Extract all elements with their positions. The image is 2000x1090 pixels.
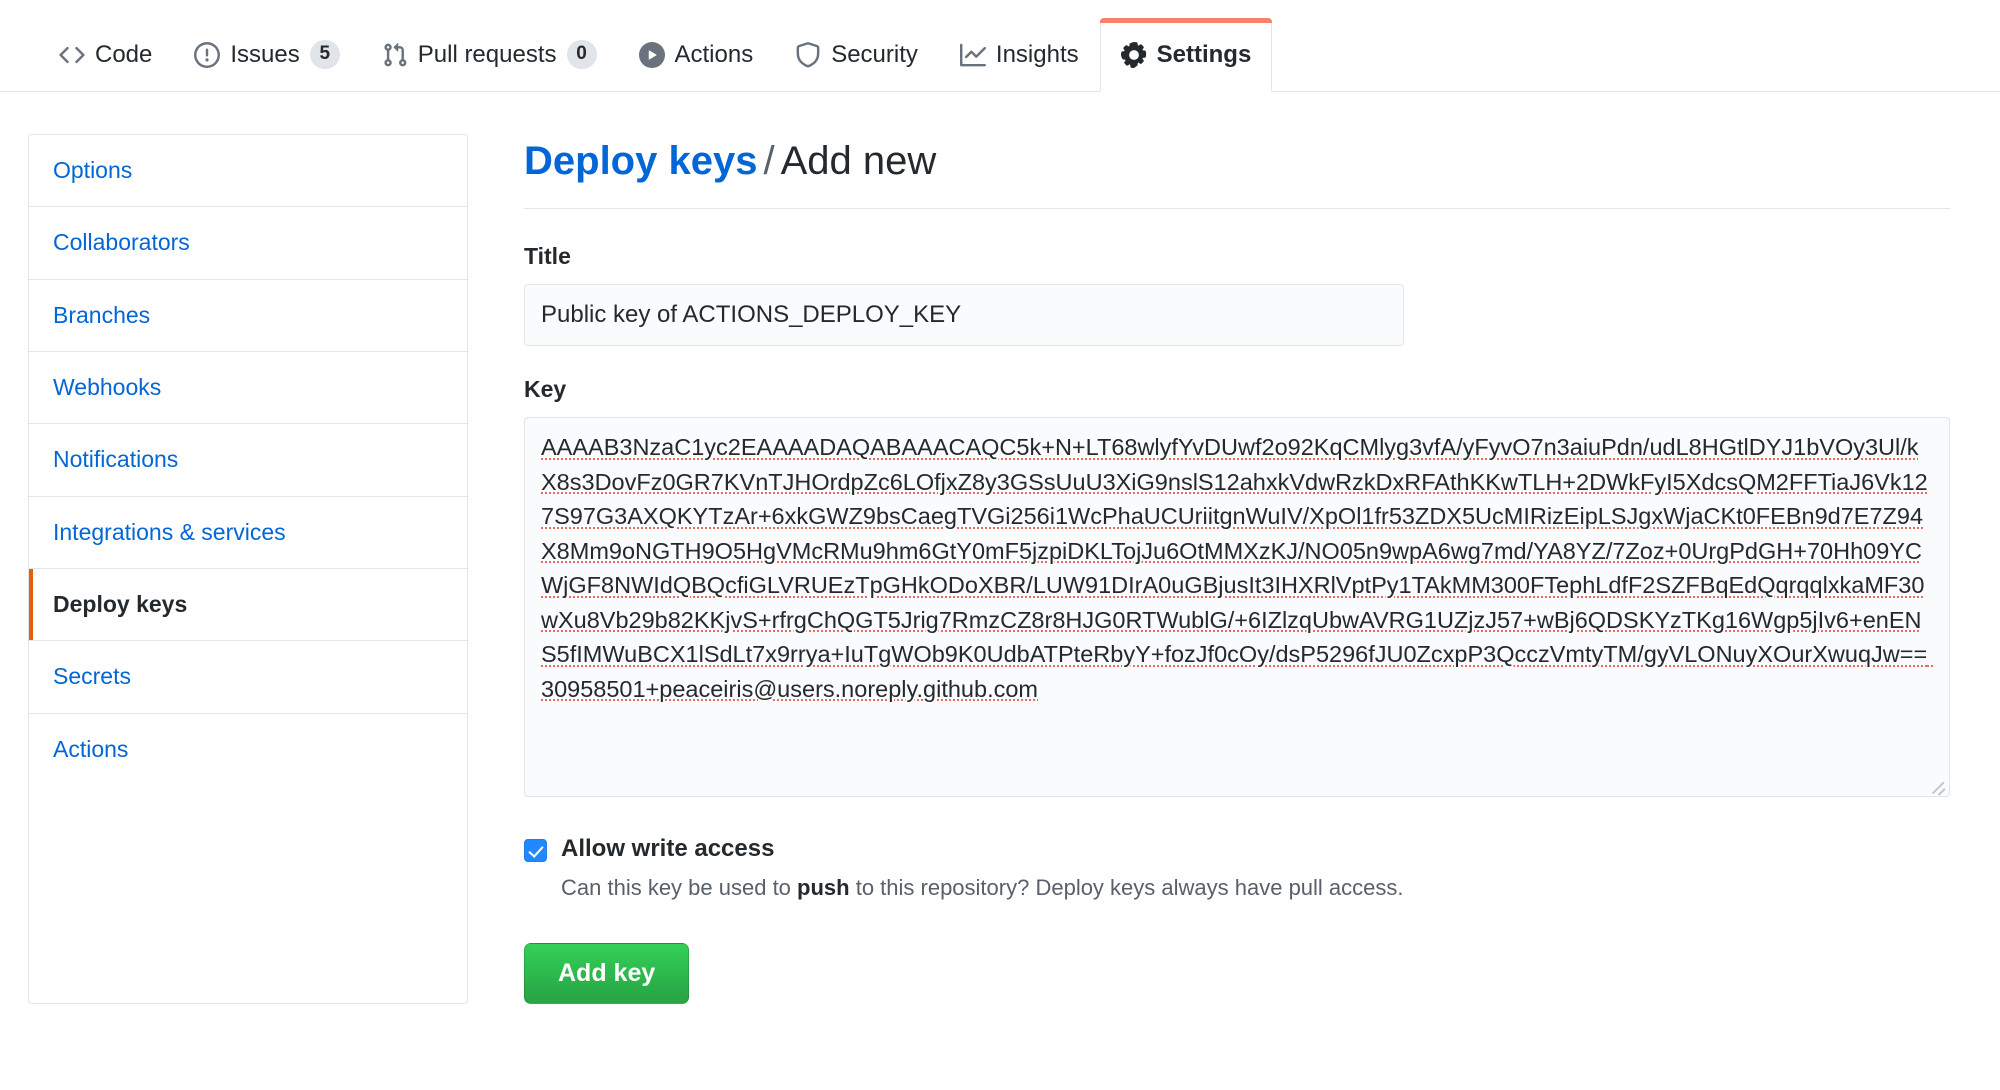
key-textarea[interactable] xyxy=(524,417,1950,797)
note-bold-push: push xyxy=(797,875,850,901)
allow-write-access-texts: Allow write access Can this key be used … xyxy=(561,833,1404,903)
play-icon xyxy=(638,41,665,68)
sidebar-item-deploy-keys[interactable]: Deploy keys xyxy=(29,569,467,642)
repo-nav: Code Issues 5 Pull requests 0 Actions Se… xyxy=(0,0,2000,92)
sidebar-item-secrets[interactable]: Secrets xyxy=(29,641,467,714)
add-key-button[interactable]: Add key xyxy=(524,942,690,1005)
tab-insights[interactable]: Insights xyxy=(939,17,1100,91)
git-pull-request-icon xyxy=(382,42,408,68)
sidebar-item-notifications[interactable]: Notifications xyxy=(29,424,467,497)
allow-write-access-label[interactable]: Allow write access xyxy=(561,835,775,862)
sidebar-item-actions[interactable]: Actions xyxy=(29,713,467,786)
tab-label: Security xyxy=(831,40,918,68)
tab-label: Code xyxy=(95,40,153,68)
allow-write-access-checkbox[interactable] xyxy=(524,839,547,862)
tab-label: Actions xyxy=(674,40,754,68)
key-label: Key xyxy=(524,376,567,402)
page-title: Deploy keys/Add new xyxy=(524,136,1950,209)
allow-write-access-description: Can this key be used to push to this rep… xyxy=(561,873,1404,903)
tab-pull-requests[interactable]: Pull requests 0 xyxy=(361,17,618,91)
issues-counter: 5 xyxy=(309,40,340,69)
tab-settings[interactable]: Settings xyxy=(1099,18,1273,92)
key-textarea-wrapper xyxy=(524,417,1950,797)
allow-write-access-row: Allow write access Can this key be used … xyxy=(524,833,1950,903)
code-icon xyxy=(59,42,85,68)
key-field-group: Key xyxy=(524,376,1950,797)
breadcrumb-current: Add new xyxy=(780,139,937,183)
tab-code[interactable]: Code xyxy=(38,17,173,91)
shield-icon xyxy=(795,41,821,68)
title-input[interactable] xyxy=(524,284,1404,346)
pull-requests-counter: 0 xyxy=(566,40,597,69)
title-field-group: Title xyxy=(524,243,1950,346)
title-label: Title xyxy=(524,243,571,269)
tab-label: Insights xyxy=(995,40,1079,68)
tab-actions[interactable]: Actions xyxy=(618,17,775,91)
tab-label: Pull requests xyxy=(417,40,557,68)
breadcrumb-separator: / xyxy=(763,139,775,183)
sidebar-item-collaborators[interactable]: Collaborators xyxy=(29,207,467,280)
breadcrumb-deploy-keys-link[interactable]: Deploy keys xyxy=(524,139,758,183)
settings-page: Options Collaborators Branches Webhooks … xyxy=(0,92,2000,1005)
tab-label: Issues xyxy=(230,40,300,68)
gear-icon xyxy=(1120,41,1147,68)
note-before: Can this key be used to xyxy=(561,875,798,901)
tab-label: Settings xyxy=(1156,40,1252,68)
tab-security[interactable]: Security xyxy=(774,17,939,91)
tab-issues[interactable]: Issues 5 xyxy=(173,17,360,91)
sidebar-item-branches[interactable]: Branches xyxy=(29,279,467,353)
issue-opened-icon xyxy=(194,41,221,68)
sidebar-item-options[interactable]: Options xyxy=(29,135,467,208)
graph-icon xyxy=(959,42,986,68)
main-content: Deploy keys/Add new Title Key Allow writ… xyxy=(524,134,1950,1005)
settings-sidebar: Options Collaborators Branches Webhooks … xyxy=(28,134,468,1005)
sidebar-item-integrations-and-services[interactable]: Integrations & services xyxy=(29,496,467,570)
sidebar-item-webhooks[interactable]: Webhooks xyxy=(29,352,467,425)
note-after: to this repository? Deploy keys always h… xyxy=(849,875,1404,901)
